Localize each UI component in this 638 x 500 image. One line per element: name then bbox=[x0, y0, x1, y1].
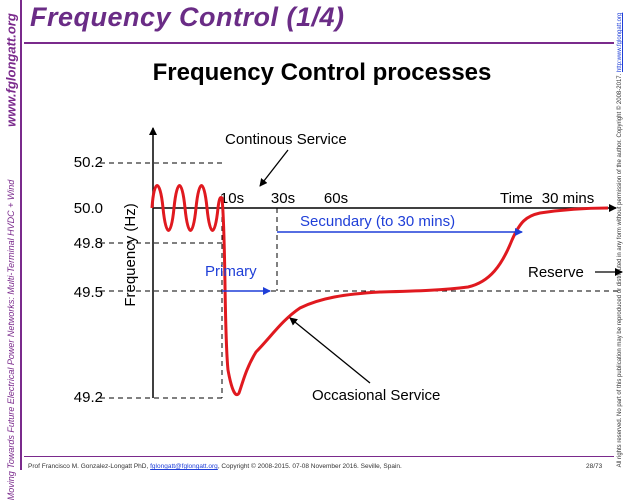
x-tick: 30s bbox=[271, 190, 295, 207]
footer-rest: , Copyright © 2008-2015. 07-08 November … bbox=[217, 463, 402, 470]
sidebar: www.fglongatt.org Moving Towards Future … bbox=[0, 0, 22, 500]
occasional-arrow bbox=[289, 317, 371, 384]
frequency-curve bbox=[150, 184, 609, 397]
end-time-label: 30 mins bbox=[542, 190, 595, 207]
page-number: 28/73 bbox=[586, 463, 603, 470]
x-tick: 60s bbox=[324, 190, 348, 207]
footer-divider bbox=[24, 456, 614, 457]
x-tick: 10s bbox=[220, 190, 244, 207]
y-tick: 50.2 bbox=[74, 154, 103, 171]
reserve-label: Reserve bbox=[528, 264, 584, 281]
footer: Prof Francisco M. Gonzalez-Longatt PhD, … bbox=[28, 463, 402, 470]
y-tick: 49.8 bbox=[74, 235, 103, 252]
continuous-arrow bbox=[259, 149, 289, 187]
continuous-label: Continous Service bbox=[225, 131, 347, 148]
y-tick: 49.5 bbox=[74, 284, 103, 301]
time-label: Time bbox=[500, 190, 533, 207]
y-tick: 49.2 bbox=[74, 389, 103, 406]
slide-title: Frequency Control (1/4) bbox=[30, 2, 345, 32]
title-divider bbox=[24, 42, 614, 44]
y-axis-label: Frequency (Hz) bbox=[122, 203, 139, 306]
primary-label: Primary bbox=[205, 263, 257, 280]
sidebar-divider bbox=[20, 0, 22, 470]
y-tick: 50.0 bbox=[74, 200, 103, 217]
guide-lines bbox=[100, 162, 622, 399]
diagram-title: Frequency Control processes bbox=[153, 59, 492, 86]
occasional-label: Occasional Service bbox=[312, 387, 440, 404]
footer-email-link[interactable]: fglongatt@fglongatt.org bbox=[150, 463, 218, 470]
secondary-label: Secundary (to 30 mins) bbox=[300, 213, 455, 230]
footer-author: Prof Francisco M. Gonzalez-Longatt PhD, bbox=[28, 463, 149, 470]
frequency-diagram: Frequency Control processes 50.2 50.0 49… bbox=[74, 59, 623, 406]
